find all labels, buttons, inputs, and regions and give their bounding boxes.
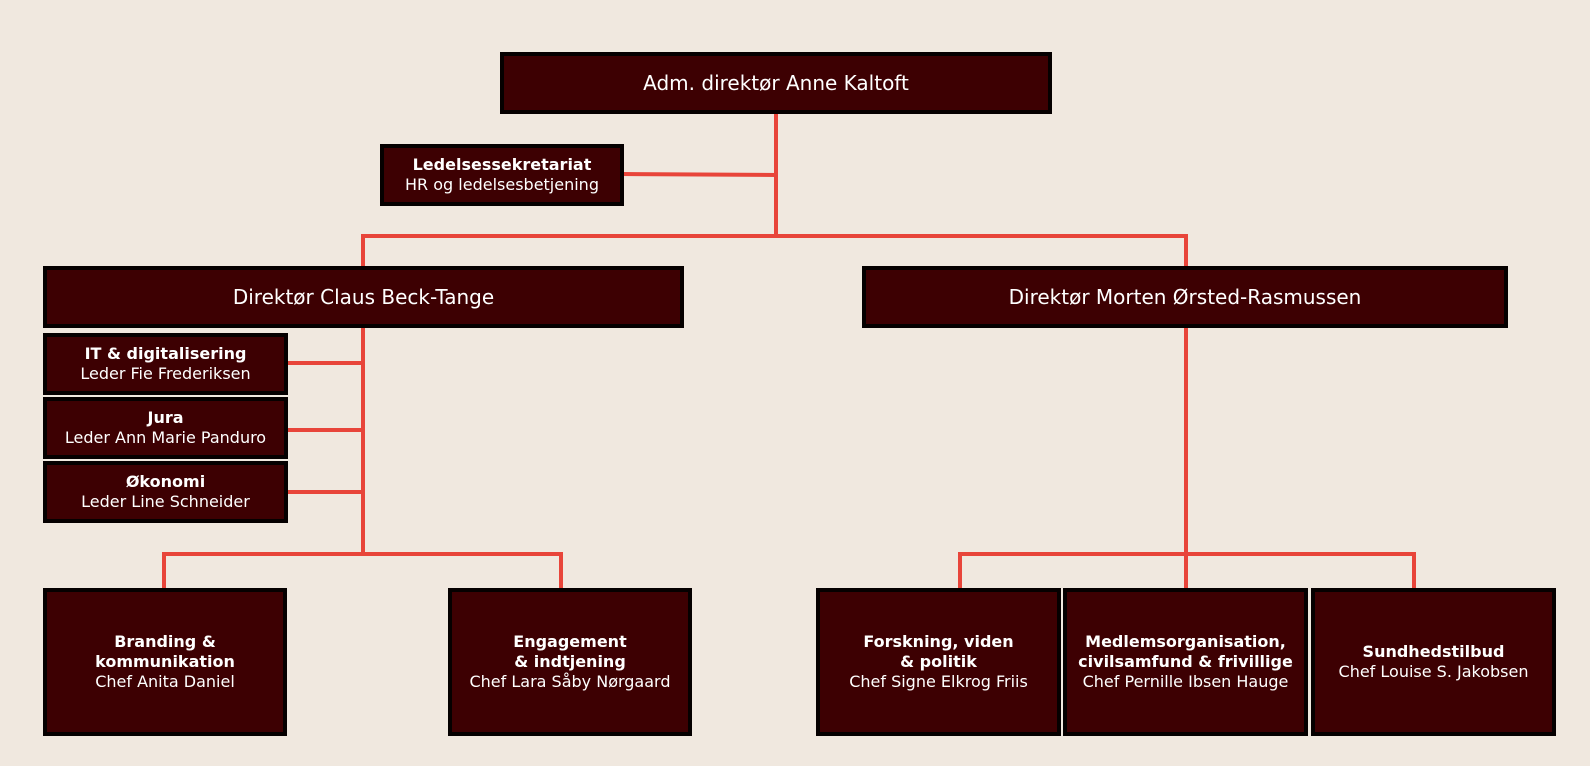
director-right-box: Direktør Morten Ørsted-Rasmussen xyxy=(862,266,1508,328)
department-name-line: Medlemsorganisation, xyxy=(1085,632,1286,651)
secretariat-person: HR og ledelsesbetjening xyxy=(405,175,599,194)
connector-secretariat xyxy=(619,171,779,178)
staff-unit-jura: Jura Leder Ann Marie Panduro xyxy=(43,397,288,459)
staff-unit-name: IT & digitalisering xyxy=(84,344,247,363)
staff-unit-person: Leder Fie Frederiksen xyxy=(80,364,251,383)
department-name-line: Sundhedstilbud xyxy=(1362,642,1505,661)
secretariat-box: Ledelsessekretariat HR og ledelsesbetjen… xyxy=(380,144,624,206)
ceo-title: Adm. direktør Anne Kaltoft xyxy=(643,71,909,95)
director-right-title: Direktør Morten Ørsted-Rasmussen xyxy=(1008,285,1362,309)
department-person: Chef Louise S. Jakobsen xyxy=(1338,662,1529,681)
department-person: Chef Signe Elkrog Friis xyxy=(849,672,1028,691)
department-name-line: Branding & xyxy=(114,632,216,651)
staff-unit-name: Jura xyxy=(147,408,184,427)
staff-unit-person: Leder Ann Marie Panduro xyxy=(64,428,267,447)
department-sundhedstilbud: Sundhedstilbud Chef Louise S. Jakobsen xyxy=(1311,588,1556,736)
staff-unit-oekonomi: Økonomi Leder Line Schneider xyxy=(43,461,288,523)
secretariat-name: Ledelsessekretariat xyxy=(412,155,592,174)
staff-unit-name: Økonomi xyxy=(125,472,206,491)
director-left-title: Direktør Claus Beck-Tange xyxy=(232,285,495,309)
department-engagement: Engagement & indtjening Chef Lara Såby N… xyxy=(448,588,692,736)
department-name-line: civilsamfund & frivillige xyxy=(1078,652,1293,671)
staff-unit-it: IT & digitalisering Leder Fie Frederikse… xyxy=(43,333,288,395)
department-person: Chef Anita Daniel xyxy=(95,672,235,691)
department-forskning: Forskning, viden & politik Chef Signe El… xyxy=(816,588,1061,736)
director-left-box: Direktør Claus Beck-Tange xyxy=(43,266,684,328)
department-branding: Branding & kommunikation Chef Anita Dani… xyxy=(43,588,287,736)
department-medlemsorganisation: Medlemsorganisation, civilsamfund & friv… xyxy=(1063,588,1308,736)
staff-unit-person: Leder Line Schneider xyxy=(81,492,250,511)
department-person: Chef Pernille Ibsen Hauge xyxy=(1082,672,1289,691)
department-person: Chef Lara Såby Nørgaard xyxy=(469,672,671,691)
department-name-line: & politik xyxy=(900,652,977,671)
department-name-line: Forskning, viden xyxy=(863,632,1014,651)
department-name-line: & indtjening xyxy=(514,652,626,671)
ceo-box: Adm. direktør Anne Kaltoft xyxy=(500,52,1052,114)
department-name-line: Engagement xyxy=(513,632,627,651)
department-name-line: kommunikation xyxy=(95,652,235,671)
